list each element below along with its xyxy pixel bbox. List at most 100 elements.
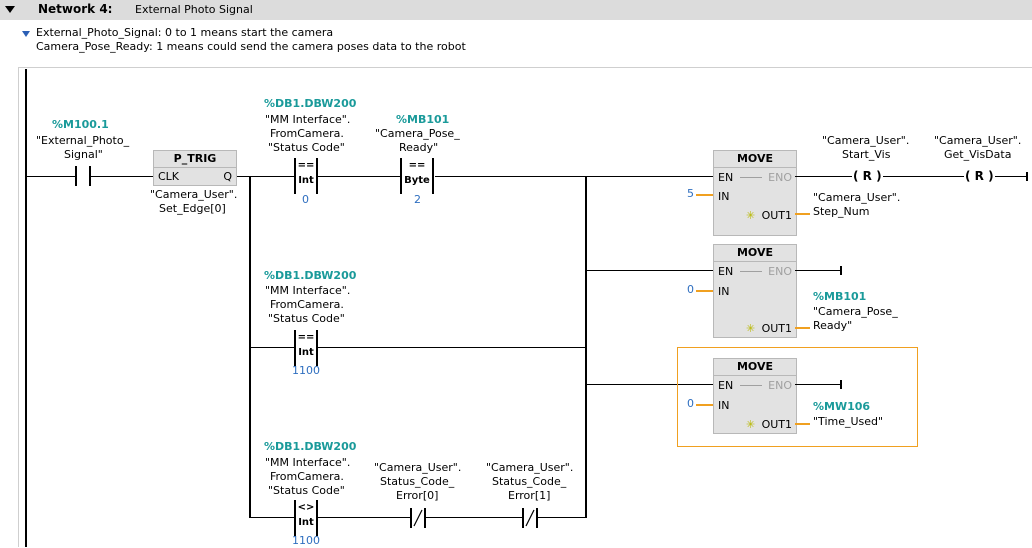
- move1-out-pin: OUT1: [761, 209, 792, 222]
- nc2-left[interactable]: [522, 508, 524, 528]
- wire: [318, 517, 410, 518]
- contact-no-right[interactable]: [89, 166, 91, 186]
- cmp1-compare-contact[interactable]: == Int: [294, 158, 318, 194]
- move3-eno-pin: ENO: [768, 379, 792, 392]
- cmp4-operator: <>: [297, 502, 315, 513]
- en-eno-link: [740, 271, 762, 272]
- move1-box[interactable]: MOVE EN ENO IN ✳ OUT1: [713, 150, 797, 236]
- wire: [587, 384, 713, 385]
- wire: [795, 213, 810, 215]
- move1-out-operand[interactable]: "Camera_User".: [813, 191, 901, 204]
- wire: [795, 176, 1027, 177]
- cmp2-operator: ==: [408, 160, 426, 171]
- wire: [426, 517, 522, 518]
- move3-box[interactable]: MOVE EN ENO IN ✳ OUT1: [713, 358, 797, 434]
- ptrig-q-pin: Q: [223, 170, 232, 183]
- nc2-right[interactable]: [536, 508, 538, 528]
- cmp3-operand[interactable]: "Status Code": [268, 312, 345, 325]
- ptrig-box[interactable]: P_TRIG CLK Q: [153, 150, 237, 186]
- ptrig-edge-operand[interactable]: "Camera_User".: [150, 188, 238, 201]
- move1-en-pin: EN: [718, 171, 734, 184]
- coil1-reset-coil[interactable]: ( R ): [852, 169, 883, 183]
- comment-collapse-icon[interactable]: [22, 31, 30, 37]
- cmp2-address[interactable]: %MB101: [396, 113, 450, 126]
- collapse-arrow-icon[interactable]: [5, 6, 15, 13]
- move1-out-operand[interactable]: Step_Num: [813, 205, 870, 218]
- move3-out-operand[interactable]: "Time_Used": [813, 415, 884, 428]
- cmp4-compare-contact[interactable]: <> Int: [294, 500, 318, 536]
- wire: [795, 327, 810, 329]
- move1-out-star-icon: ✳: [746, 209, 756, 222]
- wire: [795, 423, 810, 425]
- en-eno-link: [740, 177, 762, 178]
- cmp2-operand[interactable]: "Camera_Pose_: [375, 127, 460, 140]
- cmp3-operand[interactable]: "MM Interface".: [265, 284, 351, 297]
- cmp4-operand[interactable]: FromCamera.: [270, 470, 344, 483]
- cmp3-operator: ==: [297, 332, 315, 343]
- coil1-operand[interactable]: Start_Vis: [842, 148, 891, 161]
- cmp2-compare-contact[interactable]: == Byte: [400, 158, 434, 194]
- nc1-right[interactable]: [424, 508, 426, 528]
- wire: [318, 176, 400, 177]
- cmp1-operand[interactable]: "MM Interface".: [265, 113, 351, 126]
- ptrig-edge-operand[interactable]: Set_Edge[0]: [159, 202, 226, 215]
- move2-in-pin: IN: [718, 285, 730, 298]
- move3-out-star-icon: ✳: [746, 418, 756, 431]
- wire: [795, 270, 840, 271]
- network-title[interactable]: External Photo Signal: [135, 3, 253, 16]
- contact-name[interactable]: "External_Photo_: [36, 134, 130, 147]
- move2-box[interactable]: MOVE EN ENO IN ✳ OUT1: [713, 244, 797, 338]
- cmp2-operand[interactable]: Ready": [399, 141, 439, 154]
- right-bus-wire: [585, 176, 587, 518]
- move2-out-operand[interactable]: Ready": [813, 319, 853, 332]
- cmp2-value[interactable]: 2: [414, 193, 421, 206]
- coil2-operand[interactable]: "Camera_User".: [934, 134, 1022, 147]
- wire-end: [840, 380, 842, 389]
- cmp1-value[interactable]: 0: [302, 193, 309, 206]
- move2-out-address[interactable]: %MB101: [813, 290, 867, 303]
- coil2-operand[interactable]: Get_VisData: [944, 148, 1012, 161]
- nc1-operand[interactable]: Status_Code_: [380, 475, 455, 488]
- network-comment-line2[interactable]: Camera_Pose_Ready: 1 means could send th…: [36, 40, 466, 53]
- nc2-operand[interactable]: "Camera_User".: [486, 461, 574, 474]
- cmp4-operand[interactable]: "MM Interface".: [265, 456, 351, 469]
- move2-out-operand[interactable]: "Camera_Pose_: [813, 305, 898, 318]
- cmp1-operator: ==: [297, 160, 315, 171]
- move3-in-value[interactable]: 0: [687, 397, 694, 410]
- cmp4-operand[interactable]: "Status Code": [268, 484, 345, 497]
- cmp4-type: Int: [298, 517, 314, 528]
- selection-highlight: [677, 347, 918, 447]
- ptrig-clk-pin: CLK: [158, 170, 180, 183]
- nc2-operand[interactable]: Error[1]: [508, 489, 551, 502]
- cmp1-operand[interactable]: "Status Code": [268, 141, 345, 154]
- move3-out-address[interactable]: %MW106: [813, 400, 871, 413]
- cmp3-operand[interactable]: FromCamera.: [270, 298, 344, 311]
- cmp2-type: Byte: [404, 175, 430, 186]
- cmp1-operand[interactable]: FromCamera.: [270, 127, 344, 140]
- coil1-operand[interactable]: "Camera_User".: [822, 134, 910, 147]
- cmp4-value[interactable]: 1100: [292, 534, 320, 547]
- contact-name[interactable]: Signal": [64, 148, 103, 161]
- move1-in-value[interactable]: 5: [687, 187, 694, 200]
- wire: [251, 517, 294, 518]
- nc2-operand[interactable]: Status_Code_: [492, 475, 567, 488]
- coil2-reset-coil[interactable]: ( R ): [964, 169, 995, 183]
- move2-in-value[interactable]: 0: [687, 283, 694, 296]
- contact-address[interactable]: %M100.1: [52, 118, 109, 131]
- network-header[interactable]: Network 4: External Photo Signal: [0, 0, 1032, 20]
- cmp3-address[interactable]: %DB1.DBW200: [264, 269, 357, 282]
- cmp3-compare-contact[interactable]: == Int: [294, 330, 318, 366]
- network-frame-top: [18, 67, 1032, 68]
- move2-out-star-icon: ✳: [746, 322, 756, 335]
- nc1-operand[interactable]: "Camera_User".: [374, 461, 462, 474]
- move1-eno-pin: ENO: [768, 171, 792, 184]
- cmp3-value[interactable]: 1100: [292, 364, 320, 377]
- contact-no-left[interactable]: [75, 166, 77, 186]
- cmp1-address[interactable]: %DB1.DBW200: [264, 97, 357, 110]
- ptrig-title: P_TRIG: [154, 151, 236, 168]
- wire: [27, 176, 75, 177]
- cmp4-address[interactable]: %DB1.DBW200: [264, 440, 357, 453]
- nc1-left[interactable]: [410, 508, 412, 528]
- network-comment-line1[interactable]: External_Photo_Signal: 0 to 1 means star…: [36, 26, 334, 39]
- nc1-operand[interactable]: Error[0]: [396, 489, 439, 502]
